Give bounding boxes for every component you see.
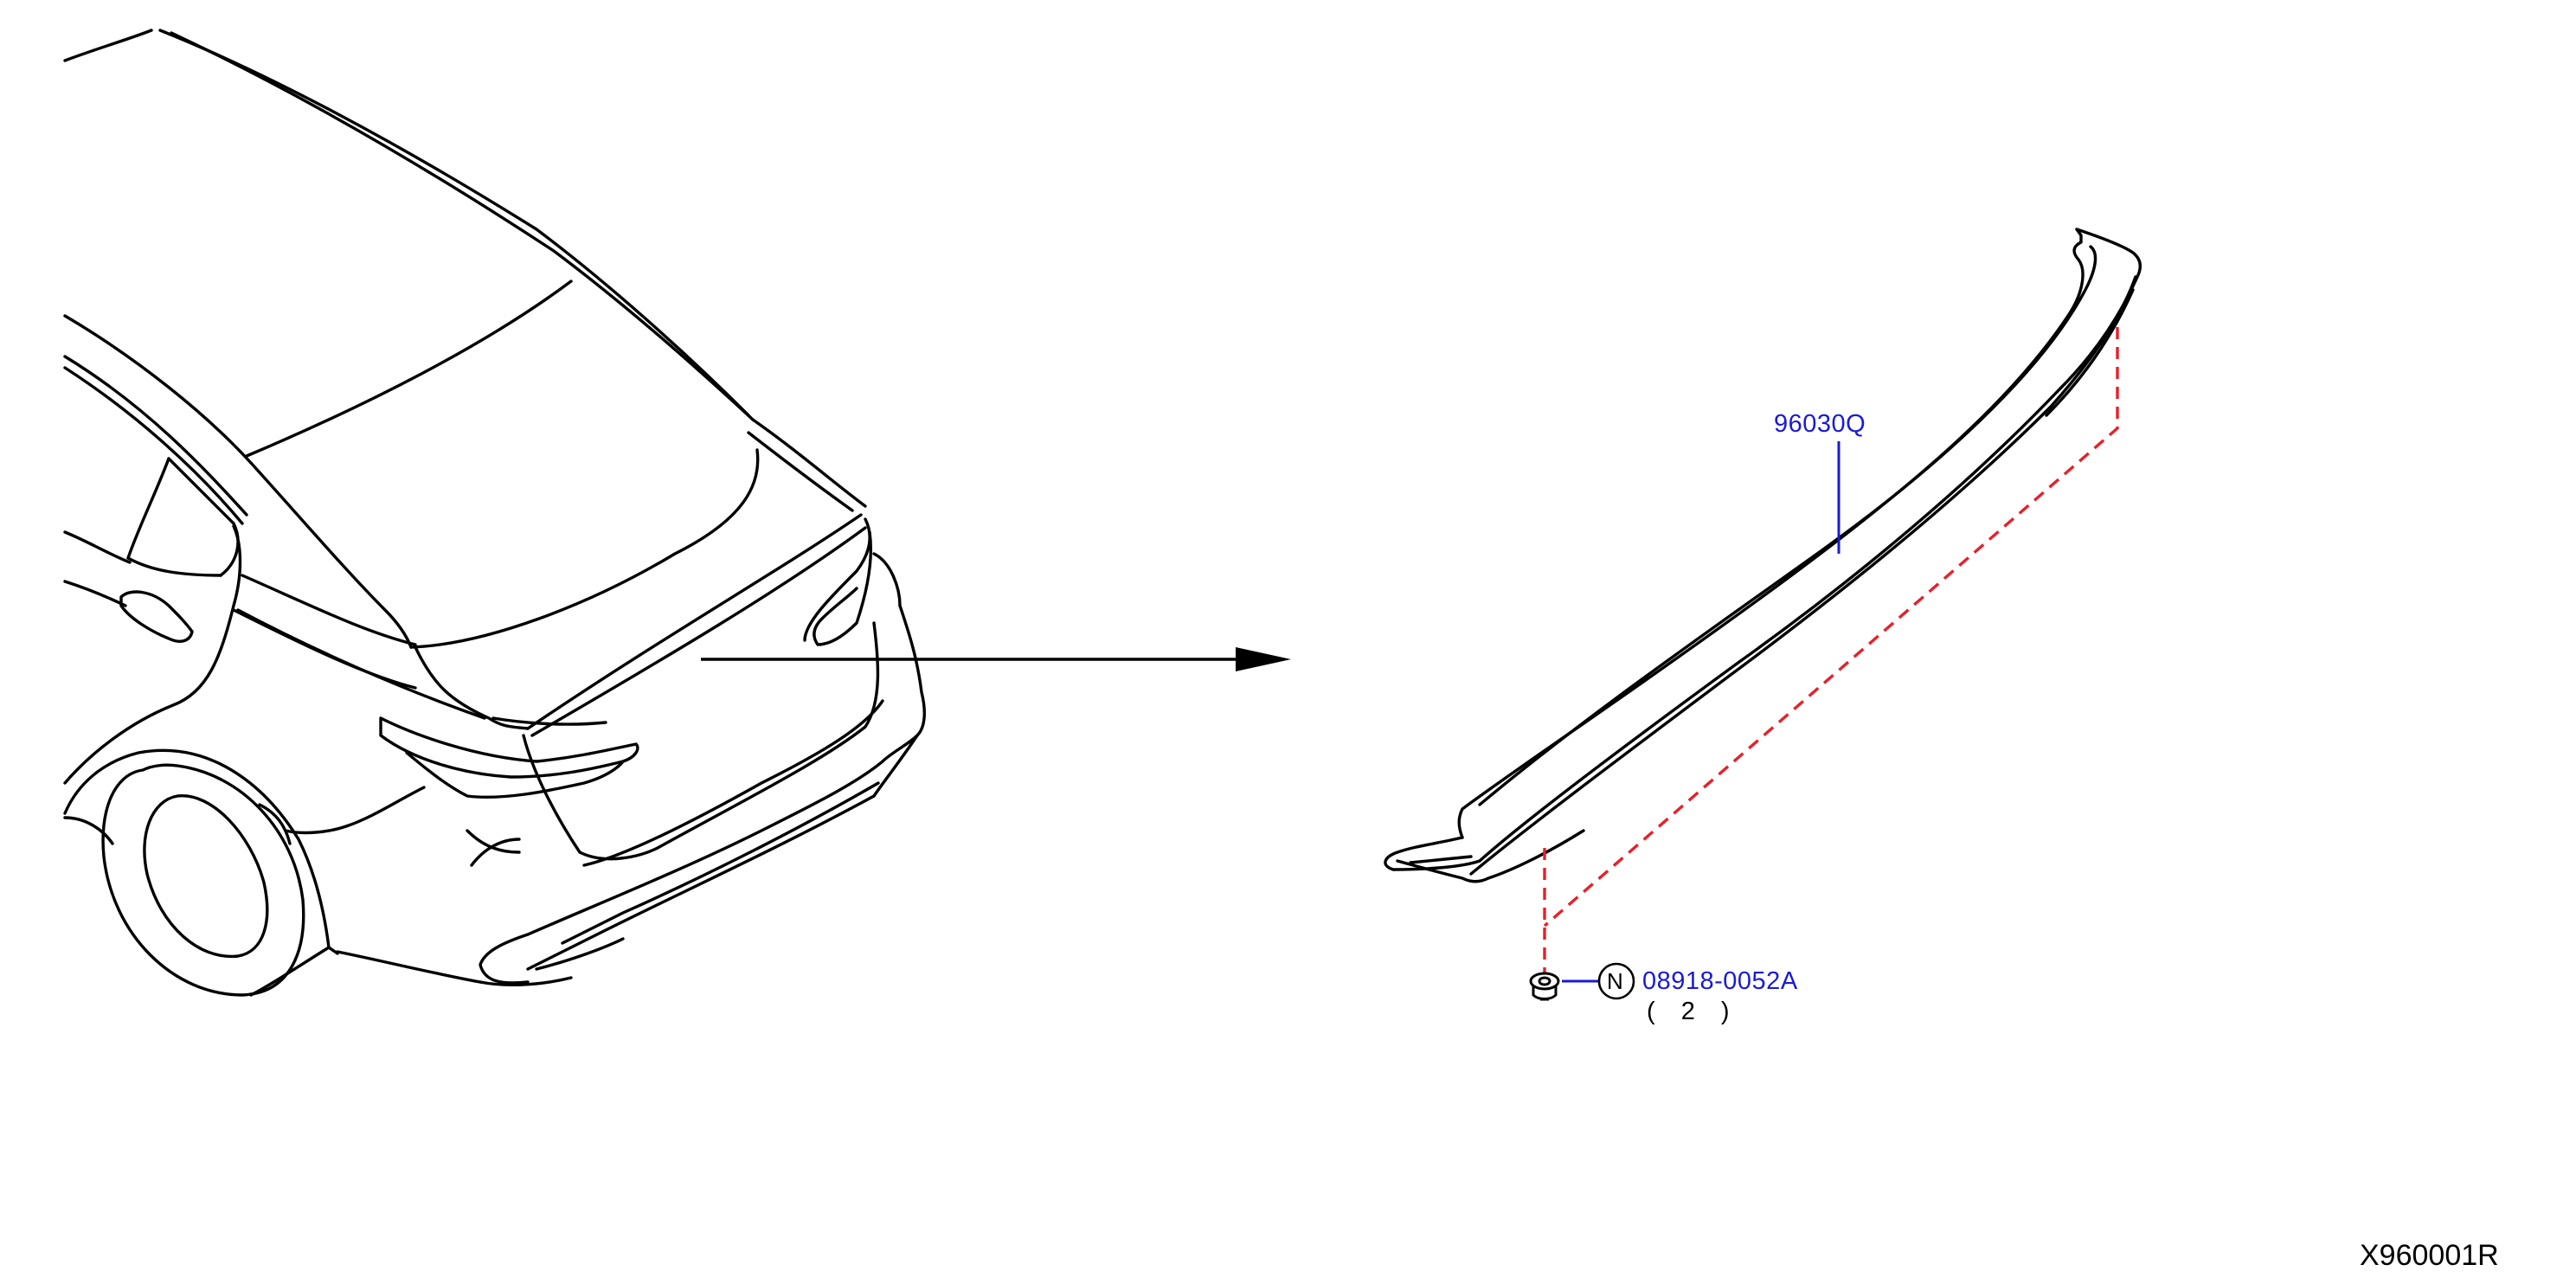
callout-leaders xyxy=(1562,441,1840,983)
car-rear-outline xyxy=(63,29,926,997)
n-marker-circle xyxy=(1597,962,1635,1000)
pointer-arrow xyxy=(701,647,1291,671)
clip-quantity: ( 2 ) xyxy=(1647,998,1730,1025)
spoiler-part-number[interactable]: 96030Q xyxy=(1774,410,1866,438)
clip-marker-letter: N xyxy=(1607,968,1623,994)
rear-spoiler-drawing xyxy=(1384,228,2142,883)
clip-fastener-icon xyxy=(1529,972,1560,1001)
mounting-guide-lines xyxy=(1543,327,2119,973)
clip-part-number[interactable]: 08918-0052A xyxy=(1642,967,1798,995)
illustration-reference: X960001R xyxy=(2360,1239,2499,1272)
